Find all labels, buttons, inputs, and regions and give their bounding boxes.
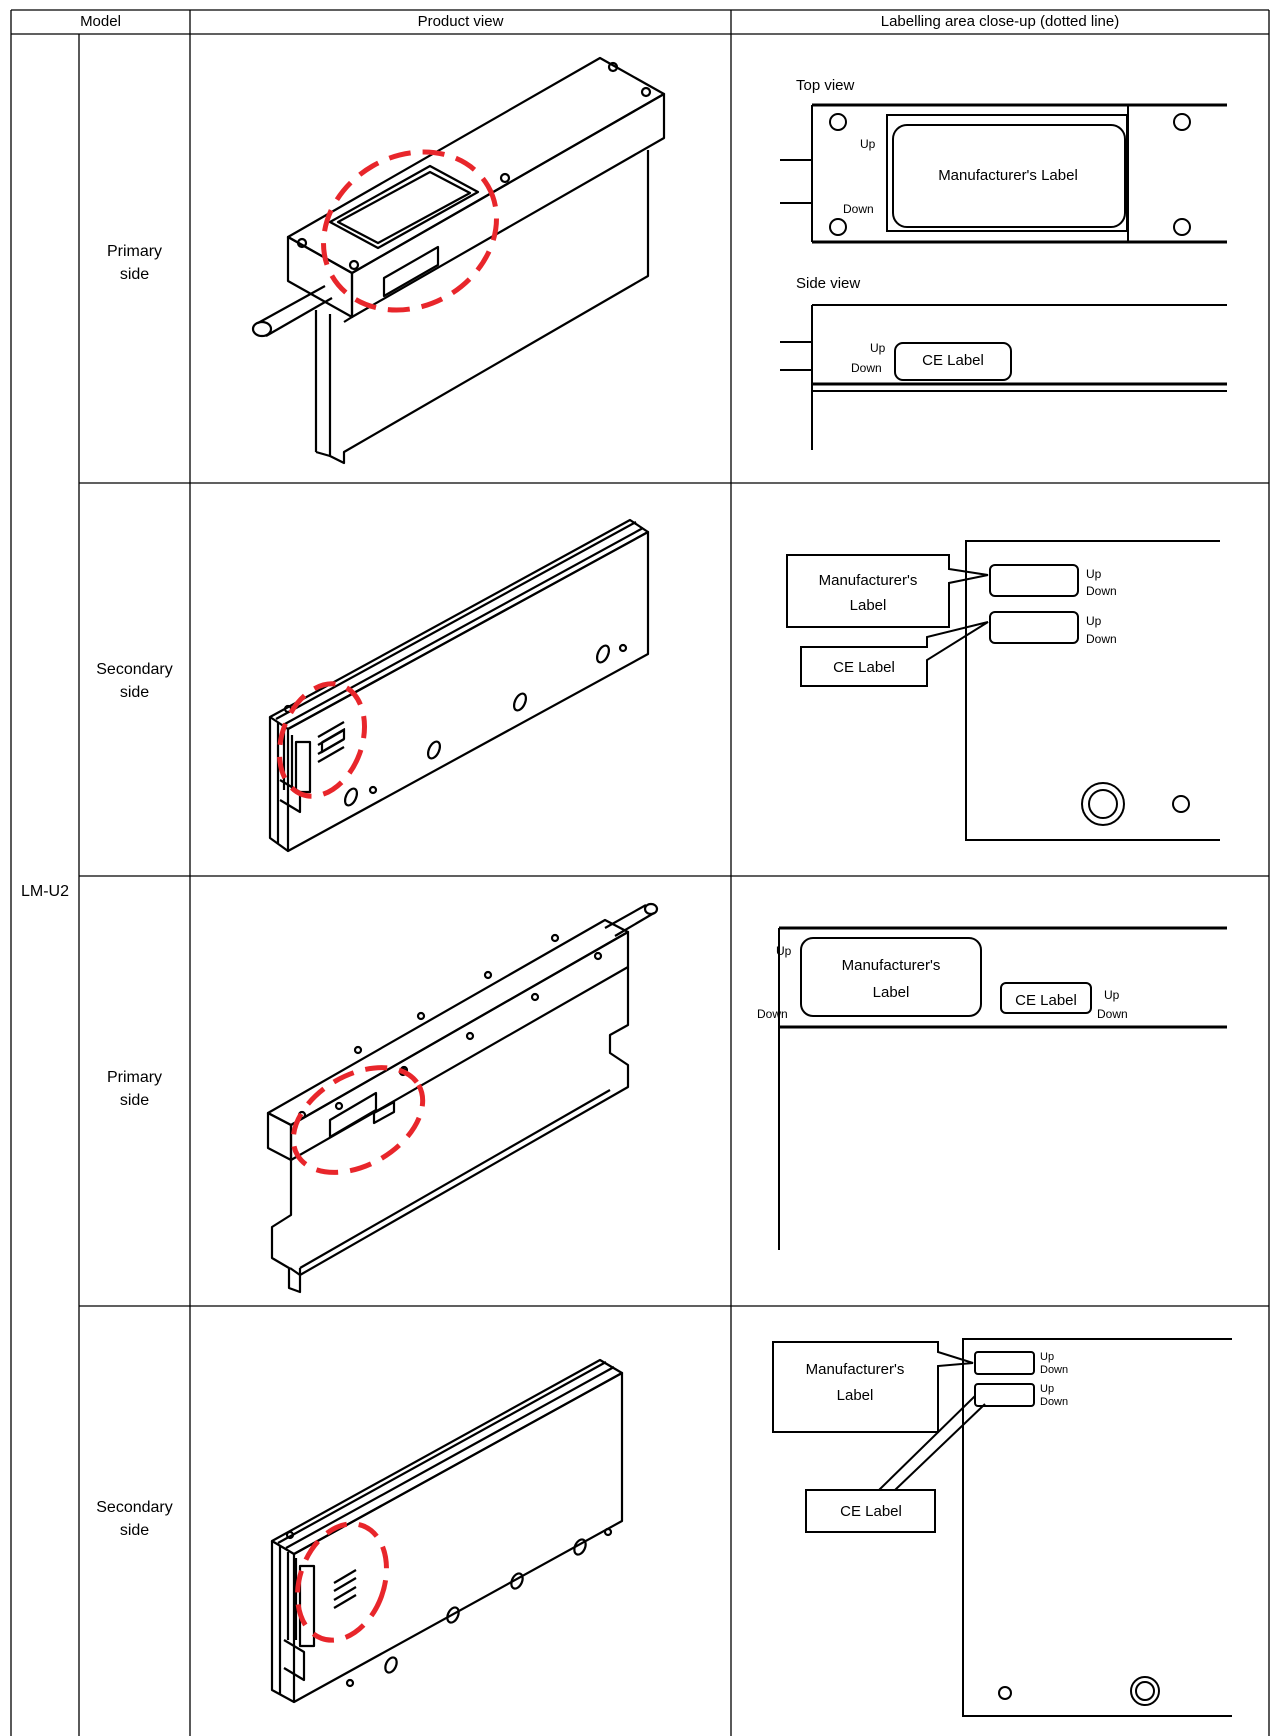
down-text: Down [757,1007,788,1021]
model-name: LM-U2 [20,883,69,900]
up-text: Up [870,341,886,355]
down-text: Down [851,361,882,375]
side-view-label: Side view [796,275,860,292]
top-view-label: Top view [796,77,855,94]
down-text: Down [843,202,874,216]
manufacturer-label-text: Manufacturer's [819,572,918,589]
side-label-row1: Primary side [79,240,190,286]
side-label-row2: Secondary side [79,658,190,704]
up-text: Up [1086,567,1102,581]
manufacturer-label-text: Manufacturer's [806,1361,905,1378]
up-text: Up [860,137,876,151]
ce-label-text: CE Label [922,352,984,369]
down-text: Down [1086,632,1117,646]
header-product-view: Product view [417,13,504,30]
header-closeup: Labelling area close-up (dotted line) [880,13,1120,30]
up-text: Up [1040,1383,1054,1395]
side-label-line1: Secondary [96,661,173,678]
manufacturer-label-text: Manufacturer's Label [938,167,1078,184]
manufacturer-label-text: Label [850,597,887,614]
side-label-line2: side [119,1092,150,1109]
up-text: Up [776,944,792,958]
side-label-row3: Primary side [79,1066,190,1112]
down-text: Down [1040,1364,1068,1376]
up-text: Up [1104,988,1120,1002]
manufacturer-label-text: Label [873,984,910,1001]
manufacturer-label-text: Label [837,1387,874,1404]
header-model: Model [80,13,121,30]
ce-label-text: CE Label [833,659,895,676]
side-label-line2: side [119,266,150,283]
manufacturer-label-text: Manufacturer's [842,957,941,974]
side-label-line1: Primary [106,1069,163,1086]
side-label-line1: Secondary [96,1499,173,1516]
ce-label-text: CE Label [1015,992,1077,1009]
up-text: Up [1086,614,1102,628]
up-text: Up [1040,1351,1054,1363]
down-text: Down [1097,1007,1128,1021]
ce-label-text: CE Label [840,1503,902,1520]
side-label-line2: side [119,1522,150,1539]
down-text: Down [1040,1396,1068,1408]
side-label-line1: Primary [106,243,163,260]
down-text: Down [1086,584,1117,598]
side-label-row4: Secondary side [79,1496,190,1542]
side-label-line2: side [119,684,150,701]
